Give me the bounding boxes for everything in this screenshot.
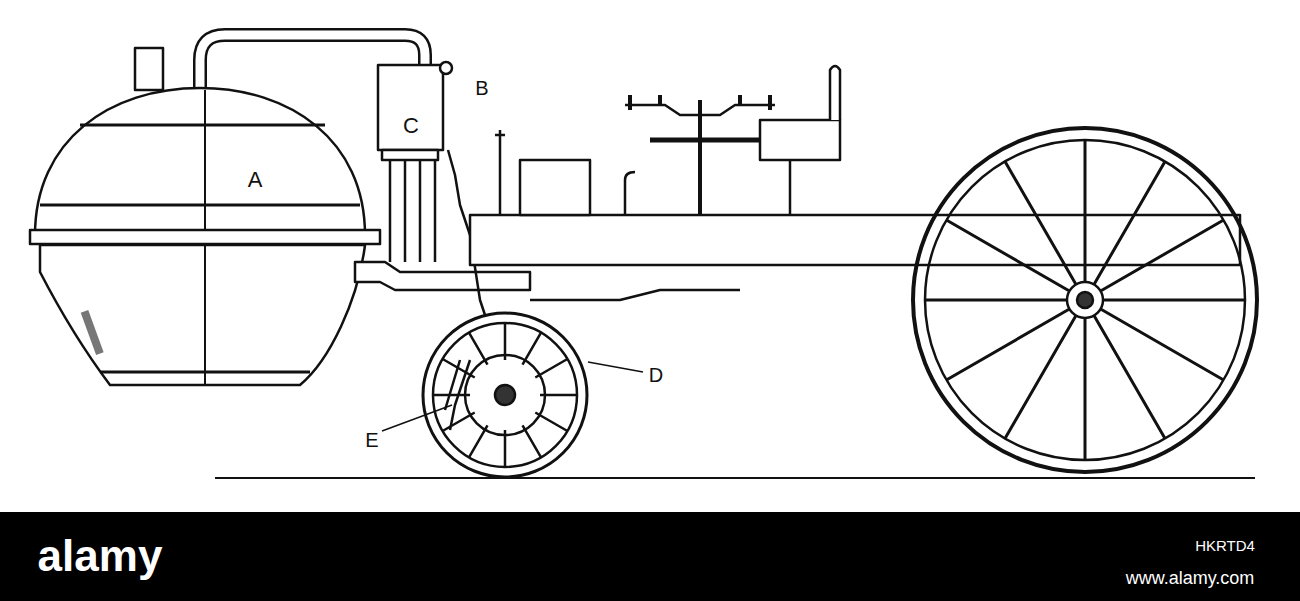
ratchet-wheel — [465, 355, 545, 435]
boiler-flange — [30, 230, 380, 244]
boiler-dome — [35, 88, 365, 235]
boiler-bowl — [40, 245, 365, 385]
lever — [625, 172, 635, 215]
front-spokes — [433, 323, 577, 467]
footboard — [650, 138, 760, 143]
ground-line — [215, 477, 1255, 479]
engine-box — [520, 160, 590, 215]
tiller-handle — [630, 95, 770, 110]
rear-spokes — [925, 140, 1245, 460]
rear-axle — [1077, 292, 1093, 308]
front-hub — [495, 385, 515, 405]
valve — [440, 62, 452, 74]
steering-column — [698, 100, 702, 215]
boiler-band — [80, 124, 325, 127]
cylinder-base — [382, 150, 438, 160]
tiller — [625, 105, 775, 115]
chimney — [135, 48, 163, 90]
piston-rod — [389, 160, 392, 262]
pawl-rods — [445, 360, 470, 430]
rear-wheel — [913, 128, 1257, 472]
main-frame — [470, 215, 1240, 265]
rear-hub — [1067, 282, 1103, 318]
callout-letter: D — [649, 365, 663, 385]
valve-rod — [495, 130, 505, 215]
seat — [760, 120, 840, 160]
callout-letter: B — [475, 78, 488, 98]
leader-line — [382, 405, 452, 431]
piston-rod — [434, 160, 437, 262]
front-wheel-rim — [433, 323, 577, 467]
callout-letter: C — [403, 115, 419, 137]
seat-back — [830, 66, 840, 120]
callout-letter: A — [248, 169, 263, 191]
rear-wheel-rim — [925, 140, 1245, 460]
watermark-url: www.alamy.com — [1126, 569, 1255, 587]
piston-rod — [404, 160, 407, 262]
seat-post — [789, 160, 792, 215]
drive-link — [530, 290, 740, 300]
leader-line — [588, 362, 643, 372]
front-wheel — [423, 313, 587, 477]
watermark-logo: alamy — [38, 534, 163, 578]
watermark-bar — [0, 512, 1300, 601]
piston-rod — [419, 160, 422, 262]
firebox-door — [81, 310, 104, 355]
boiler-band — [40, 204, 360, 207]
watermark-id: HKRTD4 — [1195, 538, 1255, 553]
callout-letter: E — [365, 430, 378, 450]
cylinder — [378, 65, 443, 150]
